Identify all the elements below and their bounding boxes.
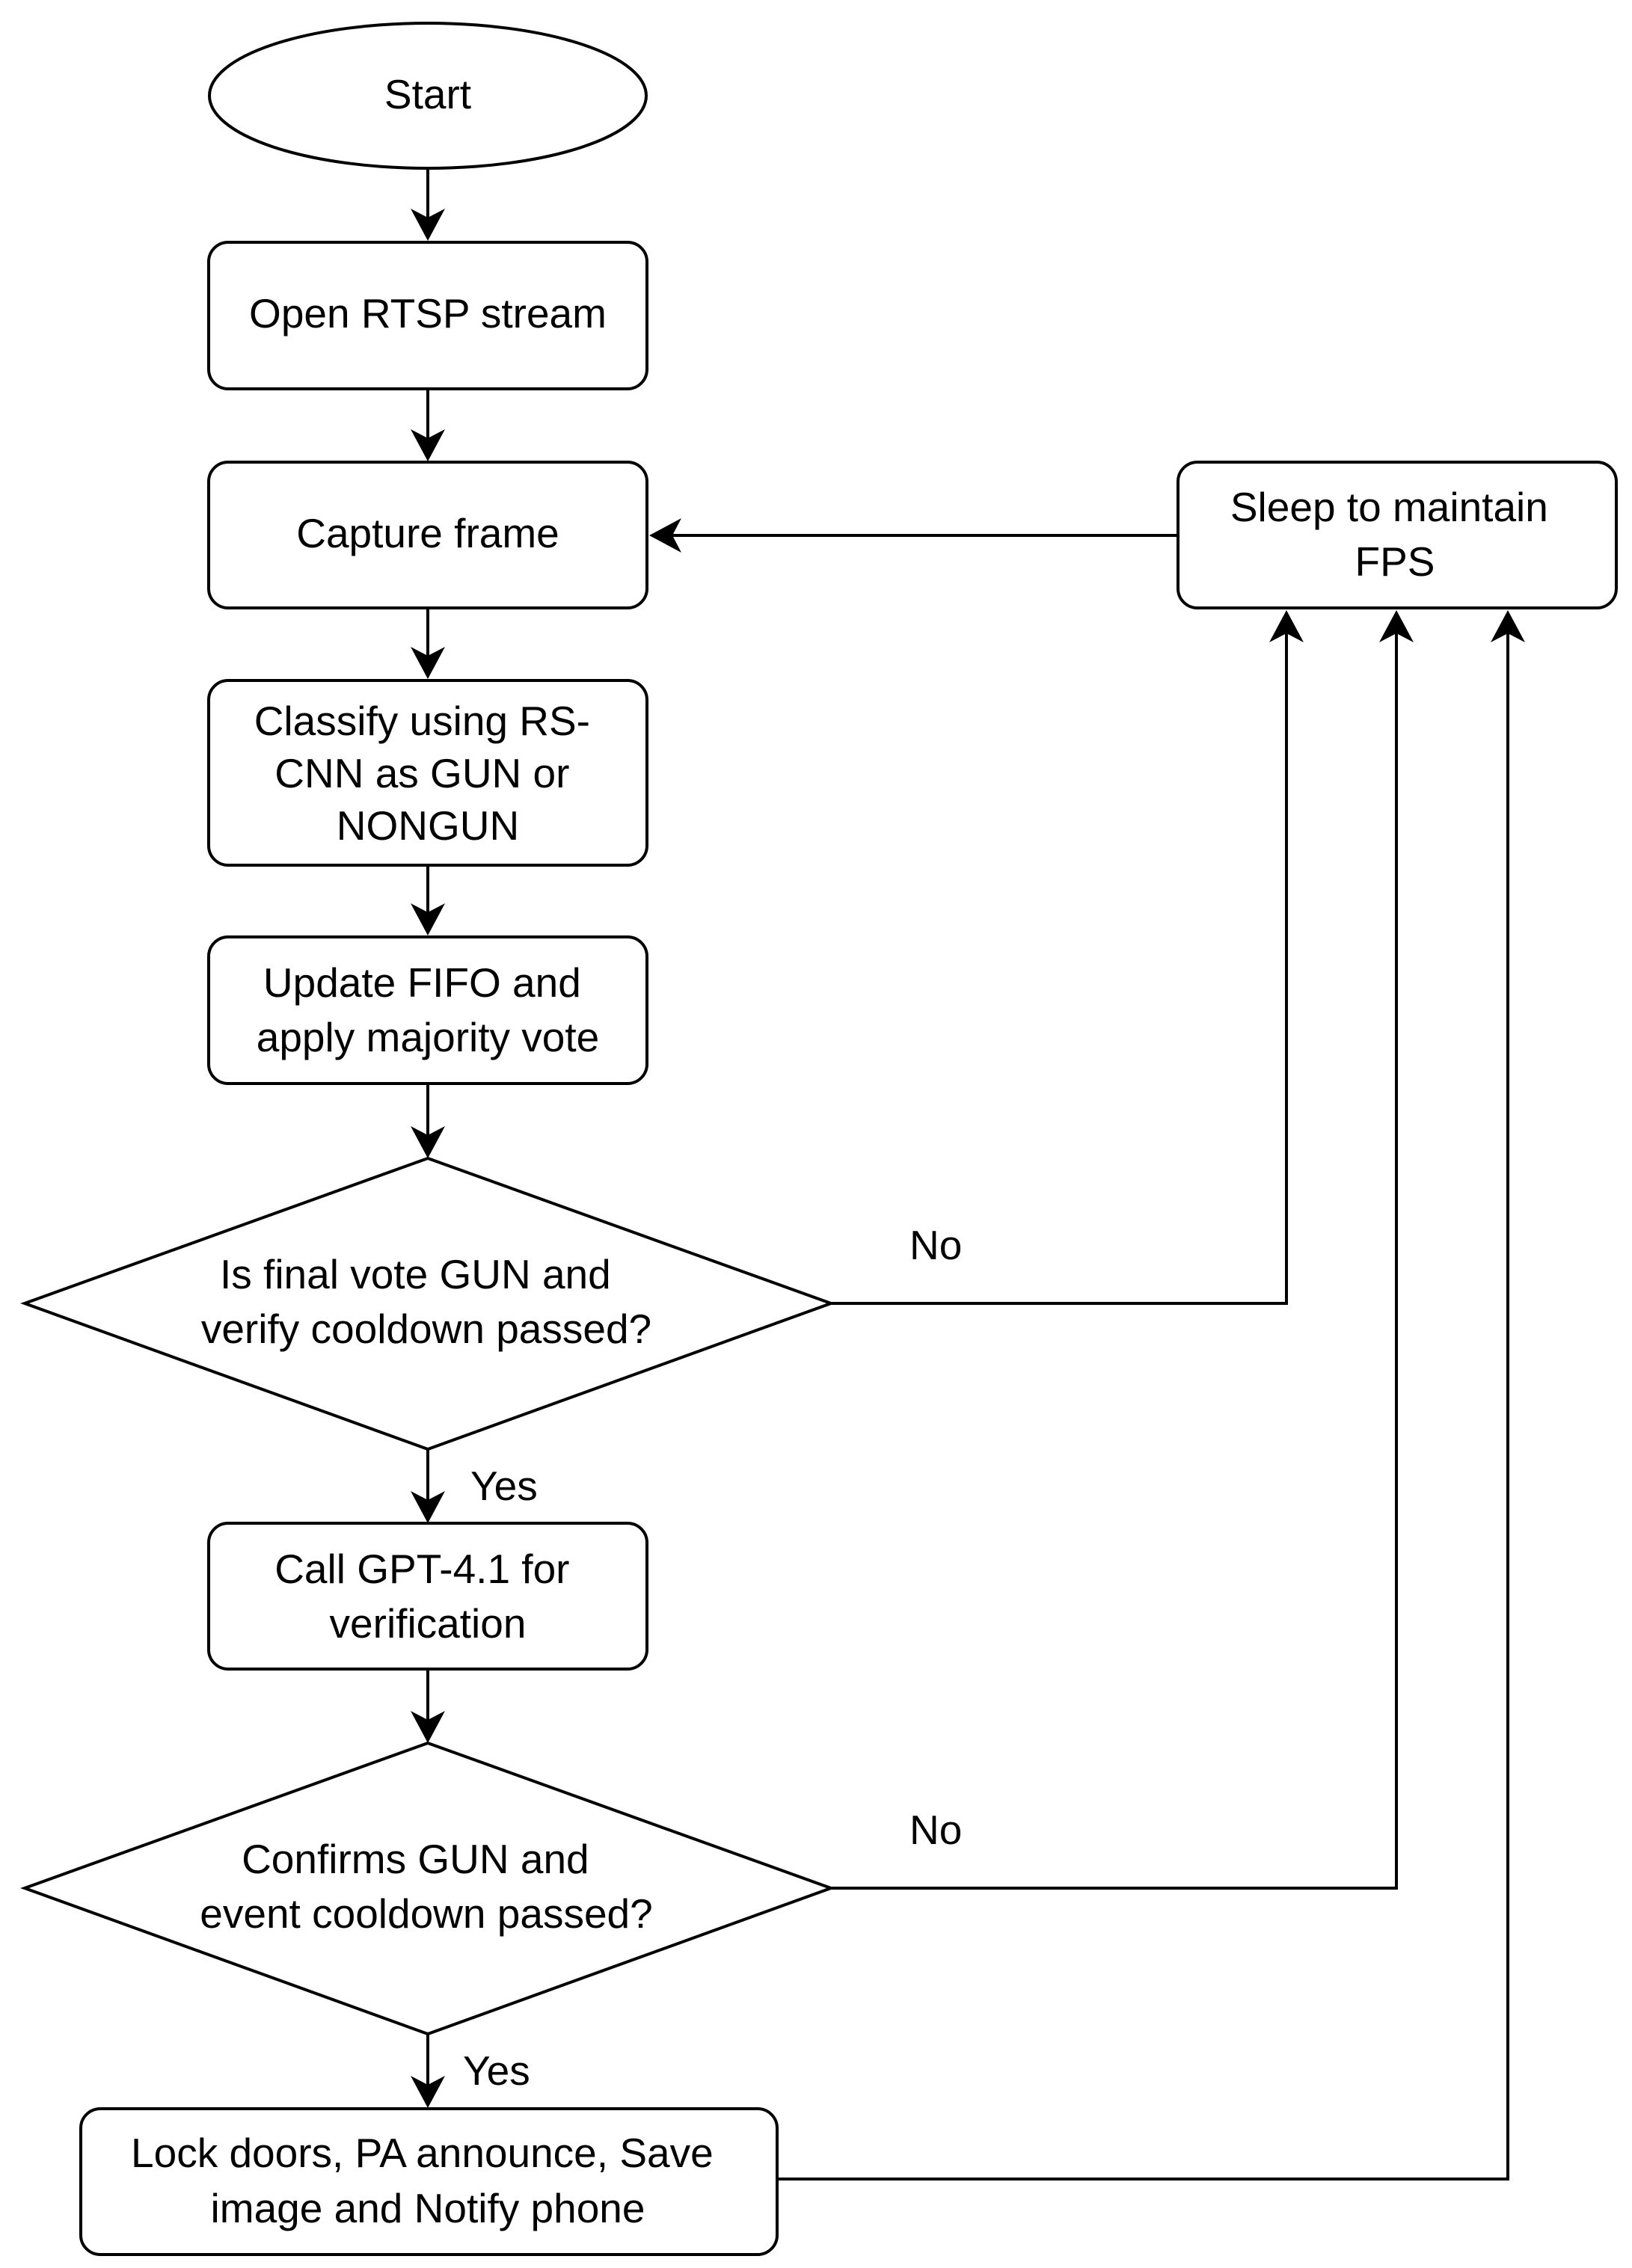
confirm-yes-label: Yes xyxy=(463,2047,530,2094)
start-node: Start xyxy=(208,22,648,170)
decision-vote-diamond xyxy=(20,1156,835,1451)
classify-label: Classify using RS- CNN as GUN or NONGUN xyxy=(254,698,602,849)
decision-confirm-label: Confirms GUN and event cooldown passed? xyxy=(200,1836,652,1937)
arrowhead-sleep-from-vote xyxy=(1269,610,1304,642)
arrowhead-call-gpt xyxy=(411,1491,445,1523)
actions-label: Lock doors, PA announce, Save image and … xyxy=(131,2130,725,2231)
call-gpt-label: Call GPT-4.1 for verification xyxy=(274,1546,581,1647)
arrowhead-open-stream xyxy=(411,209,445,241)
start-ellipse xyxy=(208,22,648,170)
arrowhead-decision-vote xyxy=(411,1126,445,1158)
open-stream-label: Open RTSP stream xyxy=(249,290,607,336)
arrowhead-update xyxy=(411,903,445,935)
decision-vote-label: Is final vote GUN and verify cooldown pa… xyxy=(201,1251,651,1352)
arrowhead-sleep-from-confirm xyxy=(1379,610,1414,642)
sleep-box xyxy=(1177,461,1618,609)
call-gpt-box xyxy=(207,1522,648,1671)
decision-confirm-diamond xyxy=(20,1741,835,2036)
update-fifo-node: Update FIFO and apply majority vote xyxy=(207,935,648,1085)
arrowhead-capture-from-open xyxy=(411,429,445,461)
arrowhead-actions xyxy=(411,2076,445,2108)
arrowhead-capture-from-sleep xyxy=(649,518,681,553)
arrowhead-sleep-from-actions xyxy=(1491,610,1525,642)
arrowhead-classify xyxy=(411,647,445,679)
capture-frame-box xyxy=(207,461,648,609)
decision-vote-node: Is final vote GUN and verify cooldown pa… xyxy=(20,1156,835,1451)
open-stream-node: Open RTSP stream xyxy=(207,241,648,390)
vote-yes-label: Yes xyxy=(470,1463,538,1509)
edge-actions-to-sleep xyxy=(777,630,1509,2181)
arrowhead-decision-confirm xyxy=(411,1711,445,1743)
capture-frame-label: Capture frame xyxy=(296,510,559,556)
edges xyxy=(411,168,1525,2181)
sleep-label: Sleep to maintain FPS xyxy=(1230,484,1559,585)
update-fifo-label: Update FIFO and apply majority vote xyxy=(257,959,600,1060)
actions-box xyxy=(79,2107,779,2256)
start-label: Start xyxy=(384,71,471,117)
edge-confirm-no-to-sleep xyxy=(831,630,1398,1890)
classify-box xyxy=(207,679,648,867)
call-gpt-node: Call GPT-4.1 for verification xyxy=(207,1522,648,1671)
edge-vote-no-to-sleep xyxy=(831,630,1288,1305)
update-fifo-box xyxy=(207,935,648,1085)
classify-node: Classify using RS- CNN as GUN or NONGUN xyxy=(207,679,648,867)
confirm-no-label: No xyxy=(909,1807,962,1853)
open-stream-box xyxy=(207,241,648,390)
vote-no-label: No xyxy=(909,1222,962,1268)
sleep-node: Sleep to maintain FPS xyxy=(1177,461,1618,609)
actions-node: Lock doors, PA announce, Save image and … xyxy=(79,2107,779,2256)
decision-confirm-node: Confirms GUN and event cooldown passed? xyxy=(20,1741,835,2036)
capture-frame-node: Capture frame xyxy=(207,461,648,609)
